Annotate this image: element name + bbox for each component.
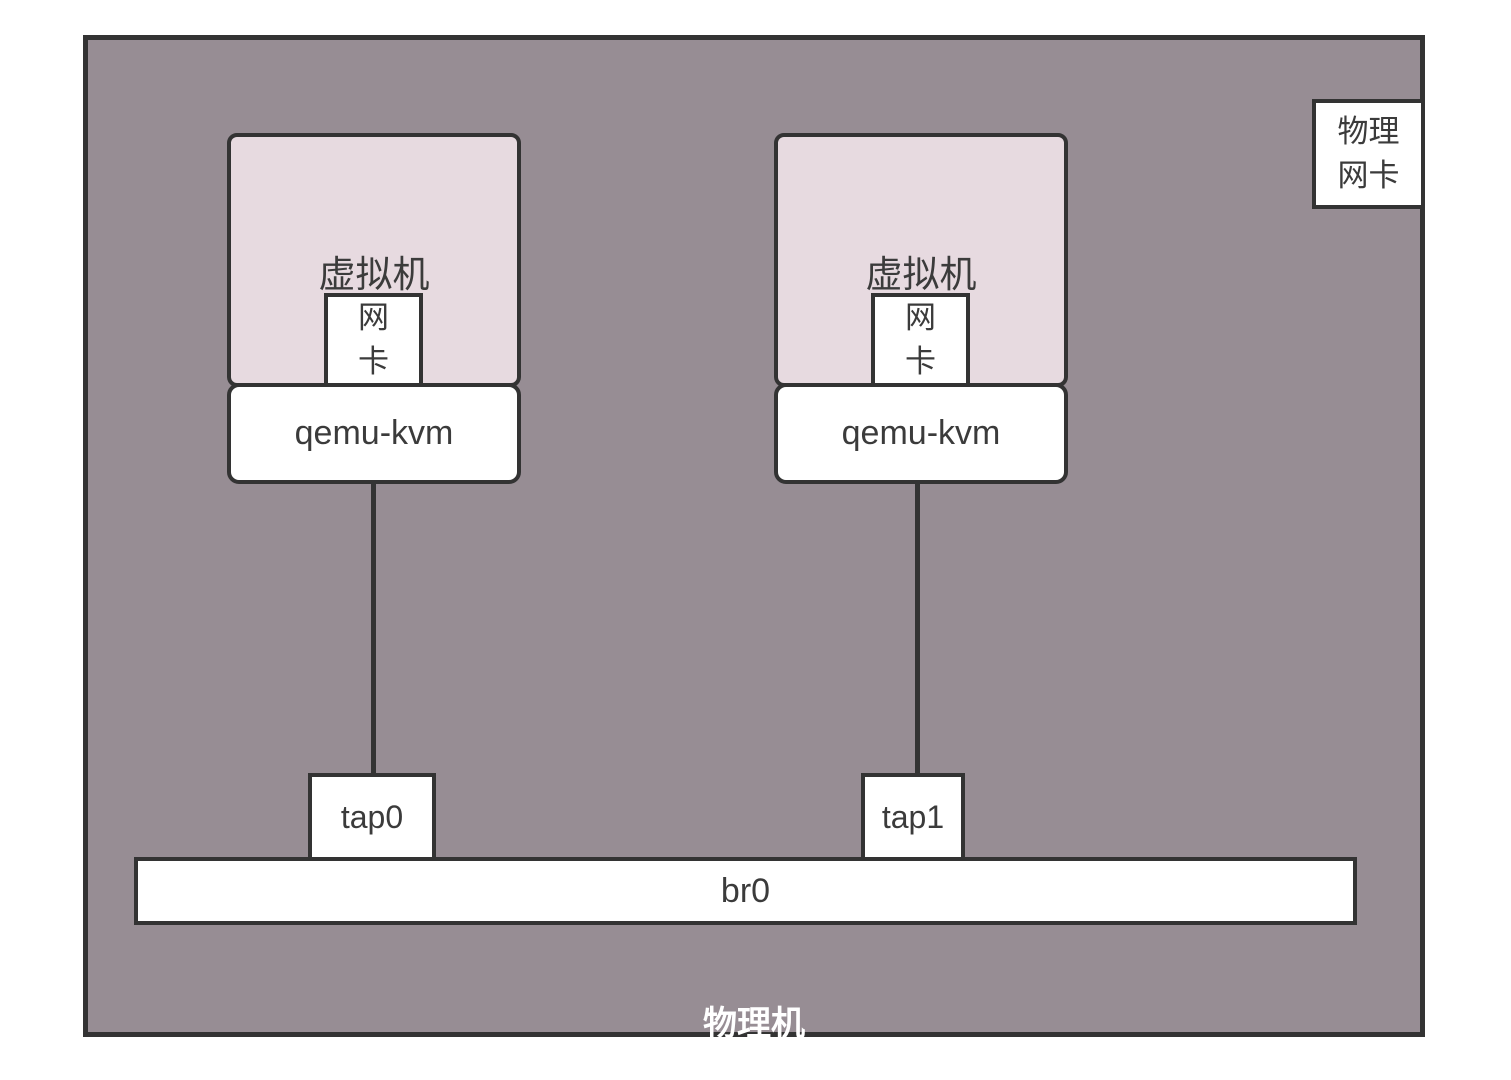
tap0-label: tap0 <box>340 798 404 835</box>
tap1-label: tap1 <box>881 798 945 835</box>
vm1-nic-box: 网 卡 <box>324 293 423 387</box>
vm2-nic-label-line2: 卡 <box>905 344 936 379</box>
connector-line-qemu1-tap0 <box>371 480 376 777</box>
physical-nic-label-line2: 网卡 <box>1337 158 1400 193</box>
vm2-qemu-kvm-label: qemu-kvm <box>841 414 1001 452</box>
bridge-br0-bar: br0 <box>134 857 1357 925</box>
vm1-nic-label-line2: 卡 <box>358 344 389 379</box>
physical-nic-box: 物理 网卡 <box>1312 99 1425 209</box>
physical-nic-label-line1: 物理 <box>1337 114 1400 149</box>
tap1-box: tap1 <box>861 773 965 861</box>
vm2-nic-box: 网 卡 <box>871 293 970 387</box>
vm1-label: 虚拟机 <box>318 254 430 295</box>
vm2-qemu-kvm-box: qemu-kvm <box>774 383 1068 484</box>
tap0-box: tap0 <box>308 773 436 861</box>
vm1-qemu-kvm-label: qemu-kvm <box>294 414 454 452</box>
bridge-br0-label: br0 <box>720 871 771 910</box>
vm1-qemu-kvm-box: qemu-kvm <box>227 383 521 484</box>
connector-line-qemu2-tap1 <box>915 480 920 777</box>
vm2-nic-label-line1: 网 <box>905 300 936 335</box>
vm2-label: 虚拟机 <box>865 254 977 295</box>
physical-machine-label: 物理机 <box>703 1005 805 1043</box>
vm1-nic-label-line1: 网 <box>358 300 389 335</box>
